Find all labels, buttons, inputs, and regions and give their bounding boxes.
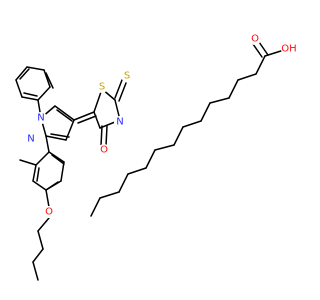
- acid-oxygen-label: O: [251, 34, 259, 45]
- pyrazole-n2-label: N: [27, 134, 34, 145]
- hydroxyl-label: OH: [281, 44, 296, 55]
- ether-oxygen-label: O: [45, 207, 53, 218]
- butyl-chain: [32, 217, 50, 281]
- atom-labels: OH O S S N O N N O: [25, 33, 297, 218]
- ring-nitrogen-label: N: [116, 117, 123, 128]
- chemical-structure-diagram: OH O S S N O N N O: [15, 33, 297, 281]
- pyrazole-n1-label: N: [37, 113, 44, 124]
- n-phenyl-ring: [15, 66, 54, 119]
- alkyl-chain: [90, 41, 285, 217]
- ring-sulfur-label: S: [99, 82, 105, 93]
- thione-sulfur-label: S: [124, 71, 130, 82]
- tolyl-ring: [19, 135, 65, 208]
- pyrazole-ring: [40, 105, 75, 141]
- carbonyl-oxygen-label: O: [100, 145, 108, 156]
